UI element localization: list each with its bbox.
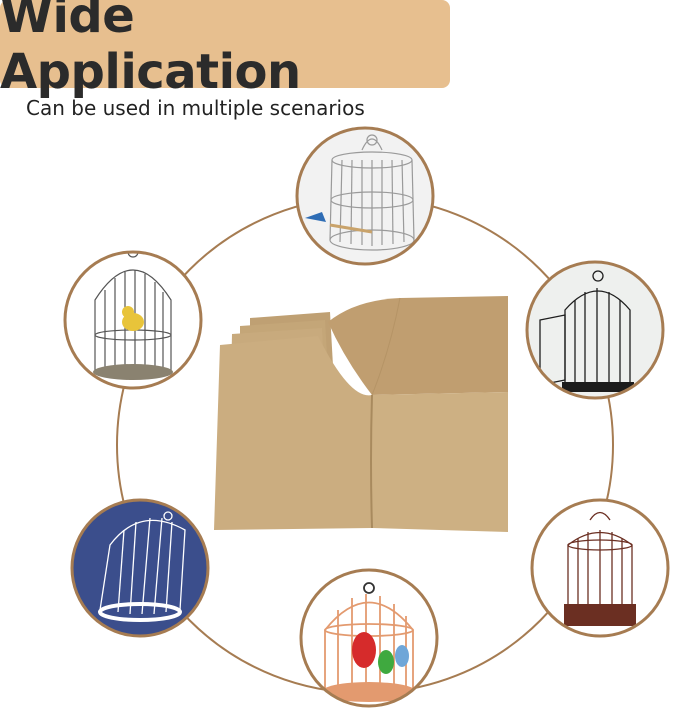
kraft-paper-sheets [214, 296, 508, 532]
page-subtitle: Can be used in multiple scenarios [26, 96, 365, 120]
scenario-cage-right-top [525, 260, 665, 400]
black-open-door-cage-icon [539, 270, 631, 386]
scenario-cage-left-top [63, 250, 203, 390]
white-wire-cage-icon [98, 511, 186, 622]
scenario-cage-right-bottom [530, 498, 670, 638]
scenario-cage-left-bottom [70, 498, 210, 638]
scenario-cage-top [295, 126, 435, 266]
page-title: Wide Application [0, 0, 301, 100]
title-banner: Wide Application [0, 0, 450, 100]
round-white-wire-cage-icon [329, 134, 415, 251]
scenario-cage-bottom [299, 568, 439, 708]
ornate-wooden-cage-icon [567, 511, 633, 605]
